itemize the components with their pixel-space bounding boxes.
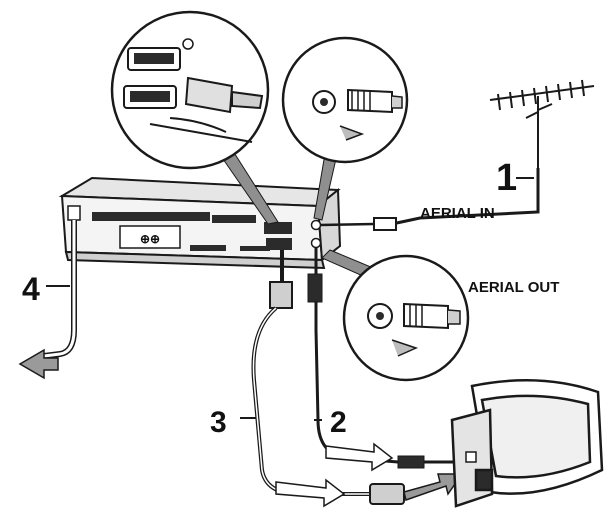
vcr-panel-details: ⊕⊕ xyxy=(67,205,322,251)
aerial-antenna xyxy=(489,79,595,168)
aerial-in-plug xyxy=(373,217,397,231)
television xyxy=(450,378,604,508)
step-3-label: 3 xyxy=(210,406,227,439)
tv-aerial-plug xyxy=(397,455,425,469)
aerial-in-socket xyxy=(310,219,322,231)
scart-socket-upper xyxy=(264,222,292,234)
step-1-label: 1 xyxy=(496,157,517,199)
scart-plug-vcr xyxy=(269,281,293,309)
aerial-out-label: AERIAL OUT xyxy=(468,279,559,296)
vcr-unit xyxy=(58,176,342,270)
zoom-scart xyxy=(110,10,270,170)
scart-cable-arrow xyxy=(275,478,346,508)
mains-arrow xyxy=(18,348,59,380)
zoom-aerial-out xyxy=(342,254,470,382)
aerial-in-label: AERIAL IN xyxy=(420,205,495,222)
tv-scart-socket xyxy=(474,468,494,492)
zoom-aerial-in xyxy=(281,36,409,164)
svg-text:⊕⊕: ⊕⊕ xyxy=(140,232,160,246)
power-inlet xyxy=(67,205,81,221)
tv-aerial-socket xyxy=(465,451,477,463)
scart-plug-tv xyxy=(369,483,405,505)
step-4-label: 4 xyxy=(22,271,40,307)
scart-tv-arrow xyxy=(403,473,464,501)
label-leaders xyxy=(46,177,534,421)
aerial-cable-arrow xyxy=(325,442,394,472)
aerial-out-plug xyxy=(307,273,323,303)
scart-socket-lower xyxy=(266,238,292,250)
aerial-out-socket xyxy=(310,237,322,249)
step-2-label: 2 xyxy=(330,406,347,439)
